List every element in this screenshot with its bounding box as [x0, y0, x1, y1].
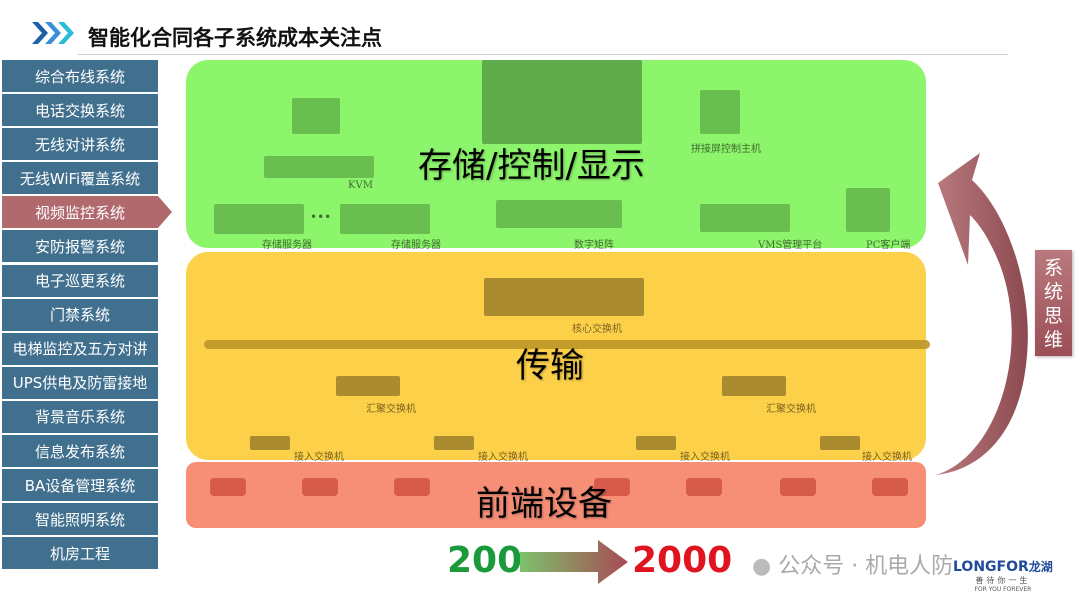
transport-label: 传输 — [516, 346, 584, 386]
sidebar-item[interactable]: 综合布线系统 — [2, 60, 158, 92]
camera-icon — [302, 478, 338, 496]
camera-icon — [872, 478, 908, 496]
sidebar-item[interactable]: UPS供电及防雷接地 — [2, 366, 158, 399]
sidebar-item[interactable]: 无线WiFi覆盖系统 — [2, 162, 158, 195]
storage-server-label: 存储服务器 — [391, 240, 441, 251]
sidebar-item[interactable]: 门禁系统 — [2, 298, 158, 331]
sidebar-item[interactable]: 背景音乐系统 — [2, 400, 158, 433]
core-label: 核心交换机 — [572, 324, 622, 335]
cost-to: 2000 — [632, 540, 733, 581]
agg-switch — [722, 376, 786, 396]
access-switch — [820, 436, 860, 450]
kvm-label: KVM — [348, 180, 373, 191]
sidebar-item[interactable]: 安防报警系统 — [2, 230, 158, 263]
wall-host-label: 拼接屏控制主机 — [691, 144, 761, 155]
sidebar-item[interactable]: 智能照明系统 — [2, 503, 158, 536]
access-switch — [636, 436, 676, 450]
watermark: ● 公众号 · 机电人防 — [752, 548, 953, 580]
logo-cn: 龙湖 — [1028, 560, 1053, 574]
pc-client — [846, 188, 890, 232]
sidebar-item[interactable]: 电子巡更系统 — [2, 264, 158, 297]
title-divider — [78, 54, 1008, 55]
camera-icon — [780, 478, 816, 496]
sidebar-item[interactable]: 电话交换系统 — [2, 94, 158, 127]
camera-icon — [210, 478, 246, 496]
storage-server — [214, 204, 304, 234]
sidebar-item[interactable]: BA设备管理系统 — [2, 469, 158, 502]
storage-server-label: 存储服务器 — [262, 240, 312, 251]
arrow-right-icon — [520, 540, 628, 584]
access-label: 接入交换机 — [478, 452, 528, 463]
vms-device — [700, 204, 790, 232]
wechat-icon: ● — [752, 554, 772, 579]
core-switch — [484, 278, 644, 316]
watermark-text: 公众号 · 机电人防 — [778, 554, 954, 579]
video-wall — [482, 60, 642, 144]
dots: ••• — [310, 210, 332, 224]
matrix-label: 数字矩阵 — [574, 240, 614, 251]
logo-slogan: 善待你一生 — [975, 576, 1031, 585]
monitor-icon — [292, 98, 340, 134]
wall-host — [700, 90, 740, 134]
sidebar-item-active[interactable]: 视频监控系统 — [2, 196, 172, 229]
access-label: 接入交换机 — [294, 452, 344, 463]
logo-slogan-en: FOR YOU FOREVER — [974, 586, 1032, 593]
matrix-device — [496, 200, 622, 228]
curved-arrow-icon — [936, 153, 1028, 475]
frontend-zone: 前端设备 — [186, 462, 926, 528]
sidebar-item[interactable]: 机房工程 — [2, 537, 158, 570]
agg-switch — [336, 376, 400, 396]
vms-label: VMS管理平台 — [758, 240, 823, 251]
storage-label: 存储/控制/显示 — [418, 146, 645, 186]
storage-zone: KVM ••• 存储服务器 存储服务器 拼接屏控制主机 数字矩阵 VMS管理平台… — [186, 60, 926, 251]
sidebar: 综合布线系统 电话交换系统 无线对讲系统 无线WiFi覆盖系统 视频监控系统 安… — [2, 60, 172, 571]
chevrons-right-icon — [32, 22, 74, 44]
access-label: 接入交换机 — [862, 452, 912, 463]
agg-label: 汇聚交换机 — [766, 404, 816, 415]
frontend-label: 前端设备 — [476, 484, 612, 524]
access-label: 接入交换机 — [680, 452, 730, 463]
agg-label: 汇聚交换机 — [366, 404, 416, 415]
camera-icon — [594, 478, 630, 496]
page-title: 智能化合同各子系统成本关注点 — [88, 26, 382, 50]
longfor-logo: LONGFOR龙湖 善待你一生 FOR YOU FOREVER — [953, 558, 1053, 593]
logo-brand: LONGFOR — [953, 559, 1029, 575]
camera-icon — [686, 478, 722, 496]
access-switch — [434, 436, 474, 450]
system-thinking-label: 系统思维 — [1035, 250, 1072, 356]
kvm-device — [264, 156, 374, 178]
cost-from: 200 — [447, 540, 523, 581]
storage-server — [340, 204, 430, 234]
sidebar-item[interactable]: 信息发布系统 — [2, 435, 158, 468]
sidebar-item[interactable]: 电梯监控及五方对讲 — [2, 332, 158, 365]
transport-zone: 核心交换机 汇聚交换机 汇聚交换机 接入交换机 接入交换机 接入交换机 接入交换… — [186, 252, 930, 463]
sidebar-item[interactable]: 无线对讲系统 — [2, 128, 158, 161]
backbone-bar — [204, 340, 930, 349]
access-switch — [250, 436, 290, 450]
camera-icon — [394, 478, 430, 496]
pc-label: PC客户端 — [866, 240, 911, 251]
